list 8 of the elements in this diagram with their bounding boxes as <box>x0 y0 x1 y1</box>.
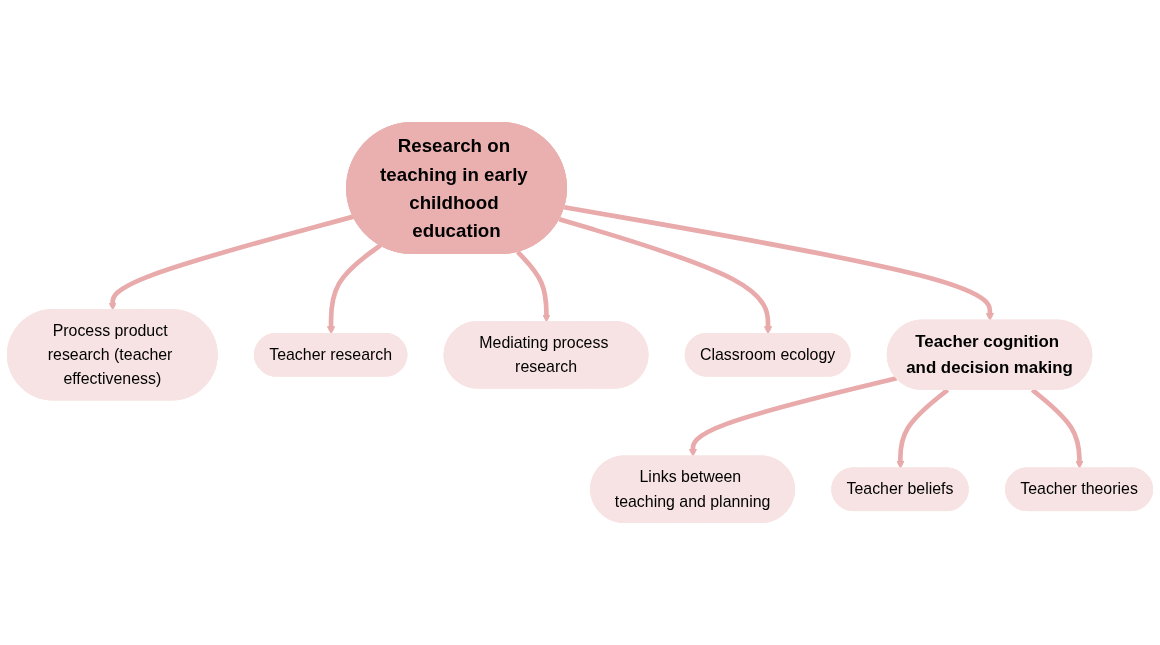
arrow <box>516 250 551 323</box>
arrow <box>1030 388 1084 469</box>
arrow <box>558 217 773 335</box>
arrow <box>108 214 355 311</box>
arrow <box>563 205 994 321</box>
arrow <box>326 243 382 335</box>
arrow <box>896 388 950 469</box>
arrow <box>688 376 898 457</box>
